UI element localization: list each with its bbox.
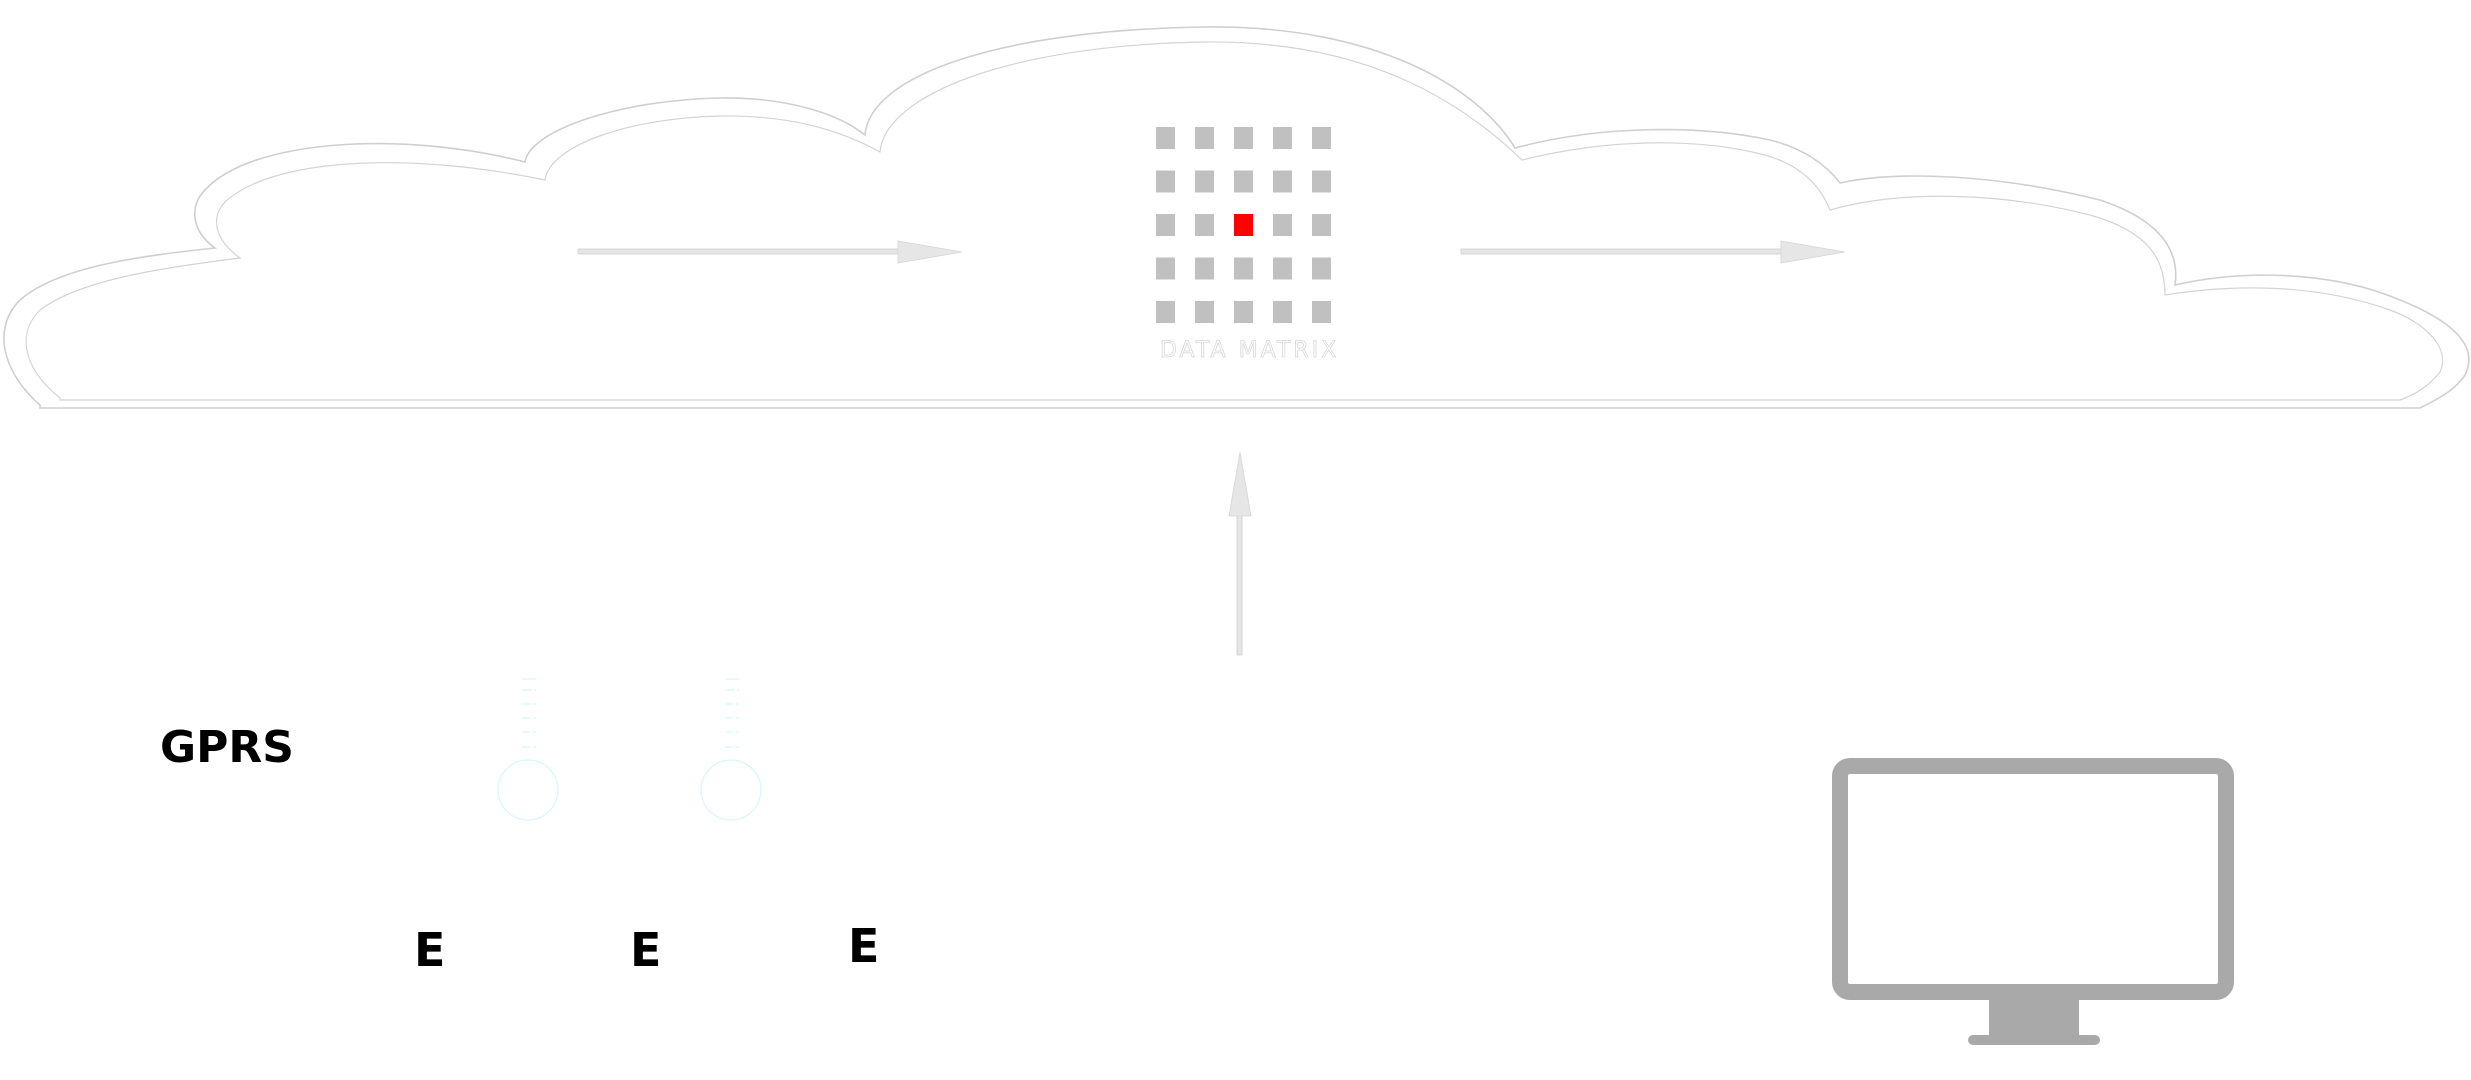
matrix-cell	[1195, 257, 1214, 280]
e-label: E	[630, 923, 661, 977]
arrow-in-cloud-right	[1460, 240, 1846, 264]
arrow-shaft	[1460, 248, 1784, 255]
matrix-cell	[1156, 170, 1175, 193]
matrix-cell	[1195, 127, 1214, 149]
thermometer-icon	[497, 678, 559, 821]
thermometer-icon	[700, 678, 762, 821]
matrix-cell	[1273, 127, 1292, 149]
arrow-head	[897, 240, 963, 264]
matrix-cell	[1195, 214, 1214, 236]
arrow-up-to-cloud	[1228, 451, 1252, 656]
cloud-outline-inner	[25, 41, 2444, 401]
arrow-head	[1228, 451, 1252, 517]
gprs-label: GPRS	[160, 722, 294, 773]
matrix-cell	[1273, 257, 1292, 280]
matrix-cell-highlighted	[1234, 214, 1253, 236]
cloud-outline-outer	[3, 26, 2470, 409]
matrix-cell	[1234, 257, 1253, 280]
matrix-cell	[1312, 170, 1331, 193]
monitor-icon	[1832, 758, 2234, 1045]
matrix-caption: DATA MATRIX	[1160, 338, 1339, 363]
matrix-cell	[1195, 170, 1214, 193]
arrow-shaft	[577, 248, 901, 255]
matrix-cell	[1273, 301, 1292, 323]
matrix-cell	[1156, 301, 1175, 323]
arrow-shaft	[1236, 514, 1243, 656]
matrix-cell	[1234, 170, 1253, 193]
matrix-cell	[1156, 214, 1175, 236]
matrix-cell	[1312, 214, 1331, 236]
matrix-cell	[1312, 127, 1331, 149]
e-label: E	[848, 919, 879, 973]
matrix-cell	[1312, 257, 1331, 280]
matrix-cell	[1156, 257, 1175, 280]
monitor-stand-neck	[1989, 996, 2079, 1036]
arrow-in-cloud-left	[577, 240, 963, 264]
monitor-stand-base	[1968, 1035, 2100, 1045]
arrow-head	[1780, 240, 1846, 264]
matrix-cell	[1156, 127, 1175, 149]
matrix-cell	[1273, 214, 1292, 236]
matrix-cell	[1195, 301, 1214, 323]
matrix-cell	[1273, 170, 1292, 193]
matrix-cell	[1234, 301, 1253, 323]
data-matrix	[1156, 127, 1331, 323]
e-label: E	[414, 923, 445, 977]
matrix-cell	[1234, 127, 1253, 149]
cloud	[3, 26, 2470, 409]
monitor-frame	[1832, 758, 2234, 1000]
matrix-cell	[1312, 301, 1331, 323]
